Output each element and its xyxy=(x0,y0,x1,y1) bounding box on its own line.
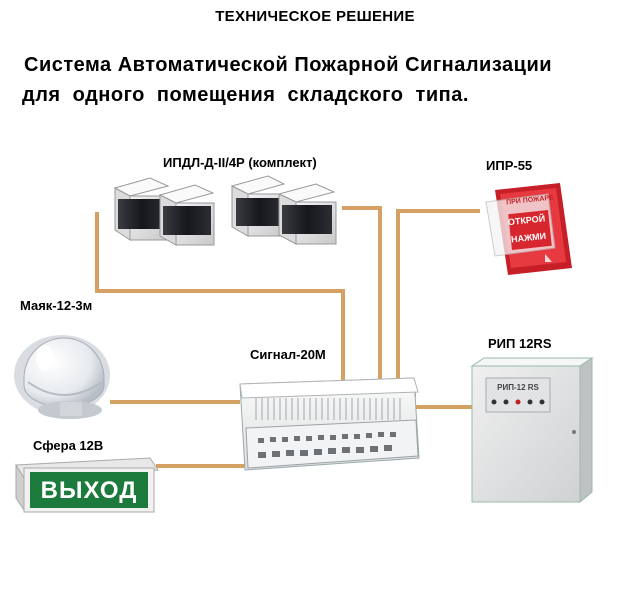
detectors-label: ИПДЛ-Д-II/4Р (комплект) xyxy=(163,155,317,170)
smoke-detector-set xyxy=(113,175,337,246)
wire-call-point xyxy=(396,209,480,397)
control-panel xyxy=(239,377,420,471)
sounder-label: Маяк-12-3м xyxy=(20,298,93,313)
power-supply-panel-text: РИП-12 RS xyxy=(497,383,539,392)
sounder xyxy=(14,335,110,419)
call-point-text-top: ПРИ ПОЖАРЕ xyxy=(506,194,555,206)
page-title: ТЕХНИЧЕСКОЕ РЕШЕНИЕ xyxy=(215,8,415,25)
subtitle-line-2: для одного помещения складского типа. xyxy=(22,84,469,106)
power-supply-label: РИП 12RS xyxy=(488,336,552,351)
call-point-label: ИПР-55 xyxy=(486,158,533,173)
panel-indicators xyxy=(258,432,396,458)
subtitle-line-1: Система Автоматической Пожарной Сигнализ… xyxy=(24,54,553,76)
panel-label: Сигнал-20М xyxy=(250,347,326,362)
detector-unit-3 xyxy=(230,175,286,237)
detector-unit-4 xyxy=(277,183,337,245)
call-point-text-bottom: НАЖМИ xyxy=(511,231,547,245)
power-supply: РИП-12 RS xyxy=(470,357,594,504)
wire-detectors-left xyxy=(95,212,345,384)
exit-sign-label: Сфера 12В xyxy=(33,438,104,453)
wires xyxy=(95,206,480,468)
wire-detectors-right xyxy=(342,206,382,384)
exit-sign: ВЫХОД xyxy=(15,457,159,513)
manual-call-point: ПРИ ПОЖАРЕ ОТКРОЙ НАЖМИ xyxy=(485,183,572,275)
exit-sign-text: ВЫХОД xyxy=(41,477,138,504)
detector-unit-2 xyxy=(158,184,215,246)
call-point-text-mid: ОТКРОЙ xyxy=(507,212,545,227)
panel-vents xyxy=(255,398,401,420)
